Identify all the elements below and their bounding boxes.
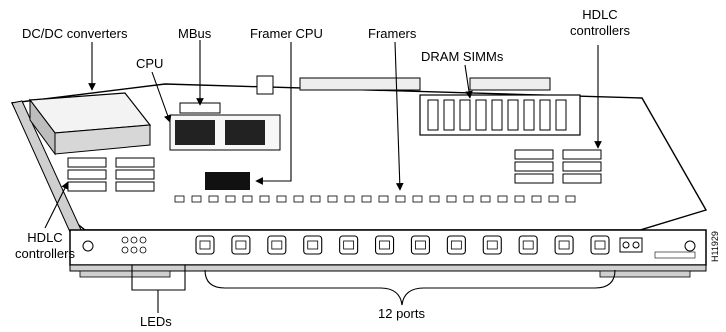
framer-chip xyxy=(226,196,235,202)
dram-simm xyxy=(476,100,486,130)
framer-chip xyxy=(430,196,439,202)
framer-chip xyxy=(243,196,252,202)
framer-chip xyxy=(260,196,269,202)
label-mbus: MBus xyxy=(178,26,211,41)
figure-id: H11929 xyxy=(710,231,720,262)
label-dram-simms: DRAM SIMMs xyxy=(421,49,503,64)
led xyxy=(140,237,146,243)
label-hdlc-left-line2: controllers xyxy=(4,246,86,262)
framer-chip xyxy=(413,196,422,202)
panel-screw-right xyxy=(685,241,695,251)
framer-chip xyxy=(379,196,388,202)
hdlc-right-chip xyxy=(563,150,601,159)
framer-chip xyxy=(566,196,575,202)
rear-connector xyxy=(300,78,420,90)
hdlc-right-chip xyxy=(515,162,553,171)
dram-simm xyxy=(508,100,518,130)
label-hdlc-right-line2: controllers xyxy=(560,23,640,39)
hdlc-left-chip xyxy=(68,182,106,191)
dram-simm xyxy=(540,100,550,130)
hdlc-left-chip xyxy=(116,158,154,167)
rear-connector-2 xyxy=(470,78,550,90)
framer-chip xyxy=(481,196,490,202)
port xyxy=(340,236,358,254)
label-hdlc-controllers-left: HDLC controllers xyxy=(4,230,86,262)
hdlc-left-chip xyxy=(116,182,154,191)
hdlc-right-chip xyxy=(563,162,601,171)
hdlc-right-chip xyxy=(515,174,553,183)
hdlc-right-chip xyxy=(563,174,601,183)
port xyxy=(196,236,214,254)
framer-chip xyxy=(175,196,184,202)
small-component xyxy=(257,76,273,94)
port xyxy=(304,236,322,254)
cpu-module xyxy=(170,115,280,150)
port xyxy=(376,236,394,254)
dram-simm xyxy=(428,100,438,130)
framer-chip xyxy=(362,196,371,202)
label-hdlc-right-line1: HDLC xyxy=(560,7,640,23)
framer-chip xyxy=(345,196,354,202)
hdlc-left-chip xyxy=(68,158,106,167)
port xyxy=(232,236,250,254)
led xyxy=(131,247,137,253)
port xyxy=(411,236,429,254)
framer-chip xyxy=(328,196,337,202)
framer-chip xyxy=(498,196,507,202)
framer-chip xyxy=(209,196,218,202)
port xyxy=(591,236,609,254)
label-hdlc-controllers-right: HDLC controllers xyxy=(560,7,640,39)
port xyxy=(268,236,286,254)
framer-chip xyxy=(311,196,320,202)
label-hdlc-left-line1: HDLC xyxy=(4,230,86,246)
dram-simm xyxy=(492,100,502,130)
port xyxy=(483,236,501,254)
dram-simms xyxy=(420,95,580,135)
hdlc-left-chip xyxy=(116,170,154,179)
led xyxy=(122,247,128,253)
framer-chip xyxy=(396,196,405,202)
label-framers: Framers xyxy=(368,26,416,41)
hdlc-left-chip xyxy=(68,170,106,179)
led xyxy=(131,237,137,243)
port xyxy=(447,236,465,254)
framer-chip xyxy=(277,196,286,202)
dram-simm xyxy=(444,100,454,130)
framer-chip xyxy=(532,196,541,202)
label-framer-cpu: Framer CPU xyxy=(250,26,323,41)
dram-simm xyxy=(556,100,566,130)
dram-simm xyxy=(524,100,534,130)
framer-cpu-chip xyxy=(205,172,250,190)
framer-chip xyxy=(294,196,303,202)
port xyxy=(519,236,537,254)
hdlc-right-chip xyxy=(515,150,553,159)
dcdc-converters xyxy=(30,93,150,154)
framer-chip xyxy=(464,196,473,202)
framer-chip xyxy=(515,196,524,202)
ports-brace xyxy=(205,270,615,305)
label-dcdc-converters: DC/DC converters xyxy=(22,26,127,41)
framer-chip xyxy=(192,196,201,202)
dram-simm xyxy=(460,100,470,130)
label-leds: LEDs xyxy=(140,314,172,329)
framer-chip xyxy=(549,196,558,202)
led xyxy=(140,247,146,253)
port xyxy=(555,236,573,254)
led xyxy=(122,237,128,243)
label-cpu: CPU xyxy=(136,56,163,71)
framer-chip xyxy=(447,196,456,202)
label-12-ports: 12 ports xyxy=(378,306,425,321)
